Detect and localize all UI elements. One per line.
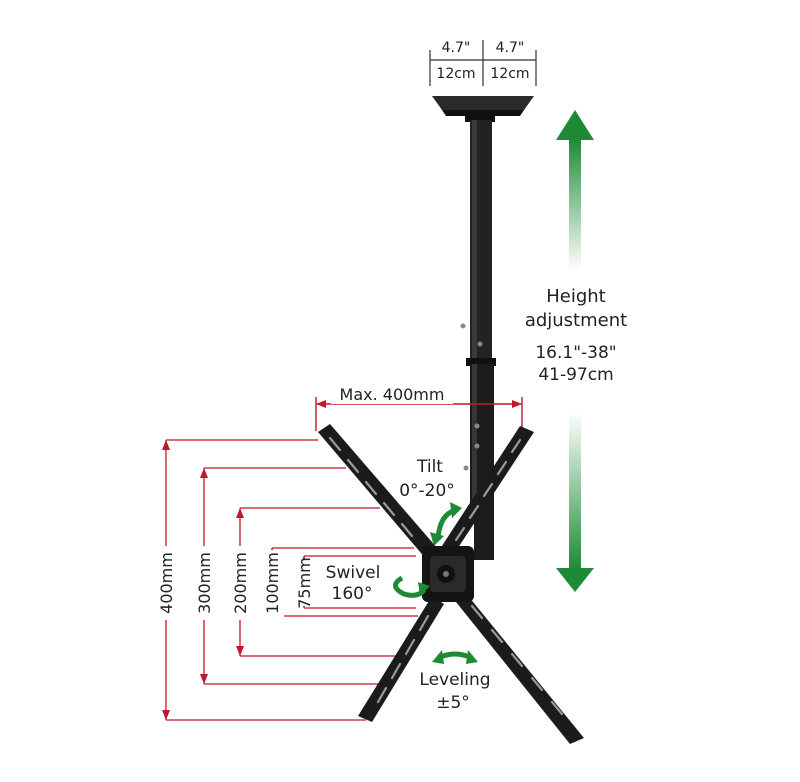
height-title-1: Height	[546, 286, 606, 307]
vesa-200mm: 200mm	[231, 552, 250, 614]
swivel-range: 160°	[332, 584, 373, 604]
ceiling-plate-dimension	[429, 40, 537, 86]
leveling-range: ±5°	[436, 693, 470, 713]
plate-left-inch: 4.7"	[442, 40, 471, 56]
tilt-arrow	[430, 502, 462, 546]
vesa-dimensions	[165, 439, 418, 721]
ceiling-plate	[432, 96, 534, 116]
leveling-label: Leveling	[419, 670, 490, 690]
vesa-100mm: 100mm	[263, 552, 282, 614]
vesa-75mm: 75mm	[295, 557, 314, 609]
leveling-arrow	[432, 650, 478, 664]
bracket-slots	[328, 436, 564, 716]
plate-left-cm: 12cm	[436, 66, 475, 82]
vesa-300mm: 300mm	[195, 552, 214, 614]
vesa-label-bg	[154, 546, 316, 620]
vesa-400mm: 400mm	[157, 552, 176, 614]
height-range-cm: 41-97cm	[538, 365, 613, 385]
tilt-range: 0°-20°	[399, 481, 455, 501]
plate-right-cm: 12cm	[490, 66, 529, 82]
center-hub	[422, 520, 494, 602]
tilt-label: Tilt	[416, 457, 443, 477]
height-range-inch: 16.1"-38"	[535, 343, 616, 363]
plate-right-inch: 4.7"	[496, 40, 525, 56]
height-title-2: adjustment	[525, 310, 627, 331]
height-arrow	[556, 110, 594, 592]
max-width-label: Max. 400mm	[340, 385, 445, 404]
swivel-label: Swivel	[326, 563, 381, 583]
pole	[460, 114, 496, 524]
swivel-arrow	[393, 575, 430, 598]
